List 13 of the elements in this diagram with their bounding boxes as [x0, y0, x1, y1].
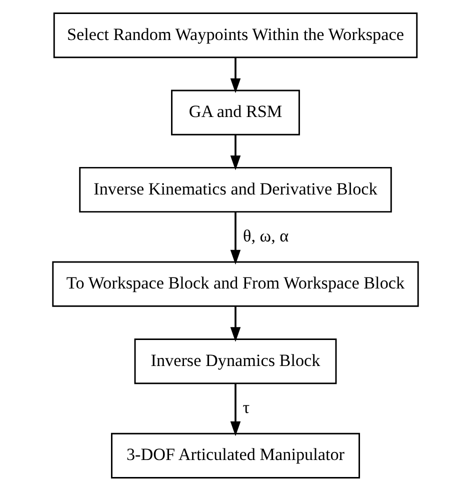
node-box: Inverse Dynamics Block	[134, 338, 336, 384]
arrow	[230, 212, 240, 265]
arrow	[230, 134, 240, 170]
node-box: Select Random Waypoints Within the Workspace	[52, 12, 418, 58]
edge-label: τ	[242, 398, 250, 418]
node-box: Inverse Kinematics and Derivative Block	[78, 166, 392, 213]
node-box: 3-DOF Articulated Manipulator	[110, 432, 360, 478]
arrow	[230, 306, 240, 342]
edge-label: θ, ω, α	[242, 226, 288, 246]
arrow	[230, 58, 240, 94]
node-box: To Workspace Block and From Workspace Block	[52, 261, 418, 307]
arrow	[230, 383, 240, 436]
node-box: GA and RSM	[170, 90, 300, 136]
